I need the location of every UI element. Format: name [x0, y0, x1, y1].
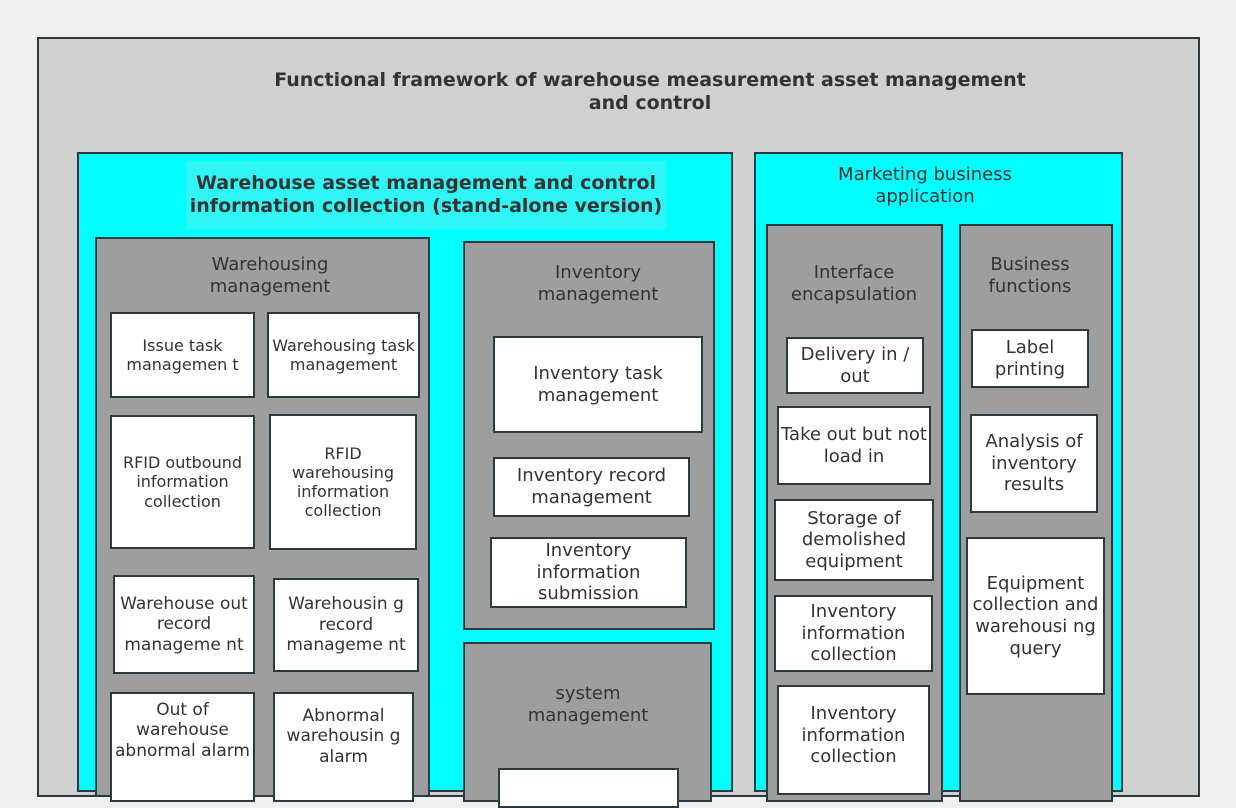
system-management-item-box	[498, 768, 679, 808]
warehouse-out-record-label: Warehouse out record manageme nt	[120, 593, 248, 655]
out-of-warehouse-alarm-box: Out of warehouse abnormal alarm	[110, 692, 255, 802]
inventory-task-management-box: Inventory task management	[493, 336, 703, 433]
inventory-info-collection-2-label: Inventory information collection	[801, 703, 906, 768]
standalone-label: Warehouse asset management and control i…	[189, 172, 663, 217]
take-out-not-load-label: Take out but not load in	[781, 423, 927, 467]
business-functions-label: Business functions	[988, 254, 1072, 297]
inventory-info-collection-2-box: Inventory information collection	[777, 685, 930, 795]
warehousing-task-management-box: Warehousing task management	[267, 312, 420, 398]
storage-demolished-label: Storage of demolished equipment	[801, 507, 907, 572]
inventory-information-submission-box: Inventory information submission	[490, 537, 687, 608]
inventory-info-collection-label: Inventory information collection	[801, 601, 906, 666]
issue-task-management-label: Issue task managemen t	[126, 335, 239, 374]
inventory-information-submission-label: Inventory information submission	[536, 540, 641, 605]
system-management-item-label	[500, 770, 677, 806]
rfid-outbound-box: RFID outbound information collection	[110, 415, 255, 549]
inventory-info-collection-box: Inventory information collection	[774, 595, 933, 672]
system-management-label: system management	[527, 683, 649, 726]
delivery-in-out-label: Delivery in / out	[800, 343, 910, 387]
rfid-warehousing-box: RFID warehousing information collection	[269, 414, 417, 550]
issue-task-management-box: Issue task managemen t	[110, 312, 255, 398]
warehousing-record-label: Warehousin g record manageme nt	[286, 594, 406, 656]
abnormal-warehousing-alarm-label: Abnormal warehousin g alarm	[286, 706, 401, 767]
warehousing-task-management-label: Warehousing task management	[272, 335, 415, 374]
analysis-inventory-results-label: Analysis of inventory results	[985, 431, 1083, 496]
equipment-collection-query-box: Equipment collection and warehousi ng qu…	[966, 537, 1105, 695]
warehouse-out-record-box: Warehouse out record manageme nt	[113, 575, 255, 674]
inventory-record-management-box: Inventory record management	[493, 457, 690, 517]
framework-title: Functional framework of warehouse measur…	[274, 69, 1026, 114]
inventory-task-management-label: Inventory task management	[533, 362, 663, 406]
inventory-record-management-label: Inventory record management	[516, 465, 667, 508]
business-functions-group	[959, 224, 1113, 802]
rfid-warehousing-label: RFID warehousing information collection	[291, 443, 395, 521]
abnormal-warehousing-alarm-box: Abnormal warehousin g alarm	[273, 692, 414, 802]
take-out-not-load-box: Take out but not load in	[777, 406, 931, 485]
analysis-inventory-results-box: Analysis of inventory results	[970, 414, 1098, 513]
standalone-label-bg	[186, 161, 666, 229]
label-printing-label: Label printing	[994, 336, 1066, 380]
warehousing-record-box: Warehousin g record manageme nt	[273, 578, 419, 672]
out-of-warehouse-alarm-label: Out of warehouse abnormal alarm	[115, 700, 250, 761]
delivery-in-out-box: Delivery in / out	[786, 337, 924, 394]
marketing-label: Marketing business application	[838, 164, 1012, 207]
equipment-collection-query-label: Equipment collection and warehousi ng qu…	[972, 572, 1099, 659]
warehousing-management-label: Warehousing management	[209, 254, 331, 297]
interface-encapsulation-label: Interface encapsulation	[790, 262, 918, 305]
storage-demolished-box: Storage of demolished equipment	[774, 499, 934, 581]
rfid-outbound-label: RFID outbound information collection	[122, 453, 243, 511]
inventory-management-label: Inventory management	[537, 262, 659, 305]
label-printing-box: Label printing	[971, 329, 1089, 388]
